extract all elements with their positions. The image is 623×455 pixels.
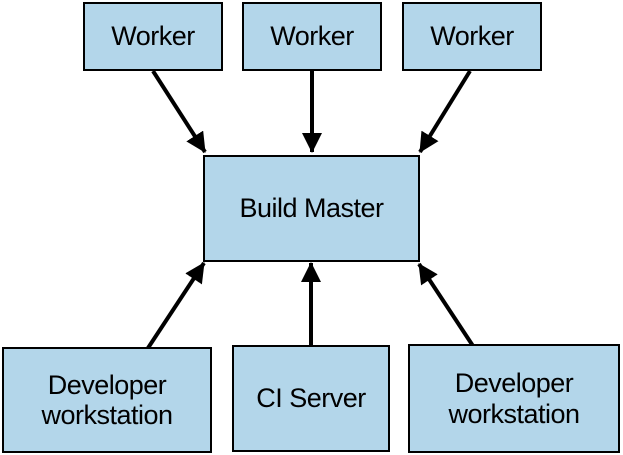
edge-dev-workstation-1-to-build-master [146,261,206,350]
edge-worker-3-to-build-master [418,69,472,154]
node-worker-2-label: Worker [270,21,354,52]
edge-worker-1-to-build-master [151,69,207,154]
node-developer-workstation-left: Developer workstation [2,347,212,453]
node-developer-workstation-right-label: Developer workstation [448,368,580,429]
node-worker-3-label: Worker [430,21,514,52]
node-developer-workstation-left-label: Developer workstation [41,369,173,430]
node-ci-server-label: CI Server [256,383,366,414]
node-developer-workstation-right: Developer workstation [408,344,620,453]
edge-dev-workstation-2-to-build-master [417,262,477,351]
node-worker-1: Worker [83,2,223,71]
node-build-master: Build Master [203,155,420,262]
node-ci-server: CI Server [232,345,390,452]
node-worker-1-label: Worker [111,21,195,52]
node-build-master-label: Build Master [239,193,384,224]
node-worker-3: Worker [402,2,542,71]
node-worker-2: Worker [242,2,382,71]
